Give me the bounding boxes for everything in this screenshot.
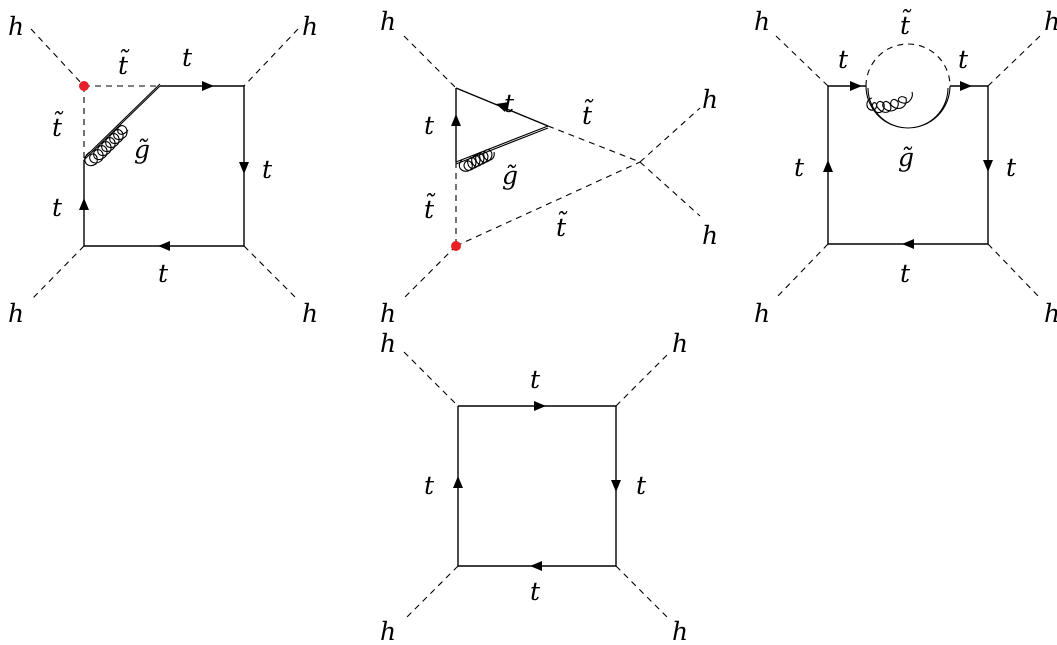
diagram-4: h h t t t t h h bbox=[380, 329, 688, 645]
label-h-bottom-left: h bbox=[754, 299, 770, 328]
higgs-line-top-left bbox=[403, 35, 457, 89]
vertex-dot bbox=[451, 241, 461, 251]
arrow-right bbox=[983, 160, 993, 172]
label-h-top-left: h bbox=[754, 7, 770, 36]
label-t-right: t bbox=[1006, 153, 1017, 182]
label-h-top-left: h bbox=[8, 12, 24, 41]
arrow-right bbox=[611, 480, 621, 492]
label-t-top: t bbox=[182, 43, 193, 72]
label-t-top: t bbox=[530, 365, 541, 394]
label-t-right: t bbox=[262, 155, 273, 184]
arrow-bottom bbox=[158, 241, 170, 251]
label-h-top-left: h bbox=[380, 7, 396, 36]
higgs-line-top-right bbox=[243, 28, 299, 87]
higgs-line-bottom-right bbox=[615, 565, 671, 621]
label-h-bottom-right: h bbox=[1044, 299, 1057, 328]
label-stop-loop: t̃ bbox=[900, 9, 912, 40]
higgs-line-bottom-left bbox=[403, 565, 459, 621]
arrow-bottom bbox=[902, 239, 914, 249]
stop-propagator-bottom bbox=[455, 161, 641, 247]
label-stop-top: t̃ bbox=[118, 49, 130, 80]
higgs-line-top-left bbox=[30, 28, 85, 87]
label-stop-left: t̃ bbox=[52, 111, 64, 142]
higgs-line-right-up bbox=[639, 107, 701, 163]
stop-loop bbox=[865, 43, 951, 87]
higgs-line-right-down bbox=[639, 161, 701, 217]
higgs-line-top-right bbox=[615, 351, 671, 407]
label-h-top-right: h bbox=[302, 12, 318, 41]
arrow-right bbox=[239, 162, 249, 174]
arrow-top-right bbox=[960, 81, 972, 91]
label-stop-bottom: t̃ bbox=[556, 211, 568, 242]
arrow-left bbox=[453, 476, 463, 488]
label-t-left: t bbox=[52, 193, 63, 222]
higgs-line-top-left bbox=[403, 351, 459, 407]
arrow-top-left bbox=[850, 81, 862, 91]
label-t-left: t bbox=[424, 111, 435, 140]
gluino-arc bbox=[865, 85, 951, 129]
label-t-bottom: t bbox=[530, 577, 541, 606]
label-stop-diagonal: t̃ bbox=[582, 99, 594, 130]
higgs-line-top-left bbox=[775, 35, 829, 87]
label-h-bottom-left: h bbox=[8, 299, 24, 328]
higgs-line-bottom-left bbox=[401, 245, 457, 301]
gluino-curls bbox=[866, 91, 913, 114]
arrow-left bbox=[823, 160, 833, 172]
label-t-bottom: t bbox=[900, 259, 911, 288]
label-gluino: g̃ bbox=[898, 143, 914, 172]
label-t-top-right: t bbox=[958, 45, 969, 74]
label-h-bottom-left: h bbox=[380, 617, 396, 645]
arrow-top bbox=[202, 81, 214, 91]
diagram-1: h h h h t̃ t t̃ g̃ t t t bbox=[8, 12, 318, 328]
label-h-top-left: h bbox=[380, 329, 396, 358]
arrow-bottom bbox=[530, 561, 542, 571]
stop-propagator-diagonal bbox=[547, 125, 641, 163]
label-h-right-up: h bbox=[702, 85, 718, 114]
label-t-top: t bbox=[504, 89, 515, 118]
label-h-top-right: h bbox=[1044, 7, 1057, 36]
arrow-top bbox=[534, 401, 546, 411]
arrow-left bbox=[79, 198, 89, 210]
arrow-top bbox=[496, 102, 509, 112]
diagram-3: h h t̃ t t g̃ t t t h h bbox=[754, 7, 1057, 328]
label-t-right: t bbox=[636, 471, 647, 500]
label-h-bottom-right: h bbox=[672, 617, 688, 645]
label-h-bottom-left: h bbox=[380, 299, 396, 328]
arrow-left bbox=[451, 114, 461, 126]
label-h-bottom-right: h bbox=[302, 299, 318, 328]
label-h-right-down: h bbox=[702, 221, 718, 250]
higgs-line-bottom-right bbox=[987, 243, 1041, 299]
label-h-top-right: h bbox=[672, 329, 688, 358]
label-gluino: g̃ bbox=[502, 161, 518, 190]
label-t-bottom: t bbox=[158, 259, 169, 288]
gluino-line bbox=[83, 83, 161, 167]
gluino-line bbox=[455, 125, 549, 172]
diagram-2: h h t t̃ t g̃ t̃ t̃ h h bbox=[380, 7, 718, 328]
label-t-left: t bbox=[794, 153, 805, 182]
label-gluino: g̃ bbox=[134, 135, 150, 164]
higgs-line-bottom-left bbox=[775, 243, 829, 299]
higgs-line-top-right bbox=[987, 35, 1041, 87]
label-t-top-left: t bbox=[838, 45, 849, 74]
label-t-left: t bbox=[424, 471, 435, 500]
label-stop-left: t̃ bbox=[424, 193, 436, 224]
vertex-dot bbox=[79, 81, 89, 91]
higgs-line-bottom-right bbox=[243, 245, 299, 301]
higgs-line-bottom-left bbox=[30, 245, 85, 301]
